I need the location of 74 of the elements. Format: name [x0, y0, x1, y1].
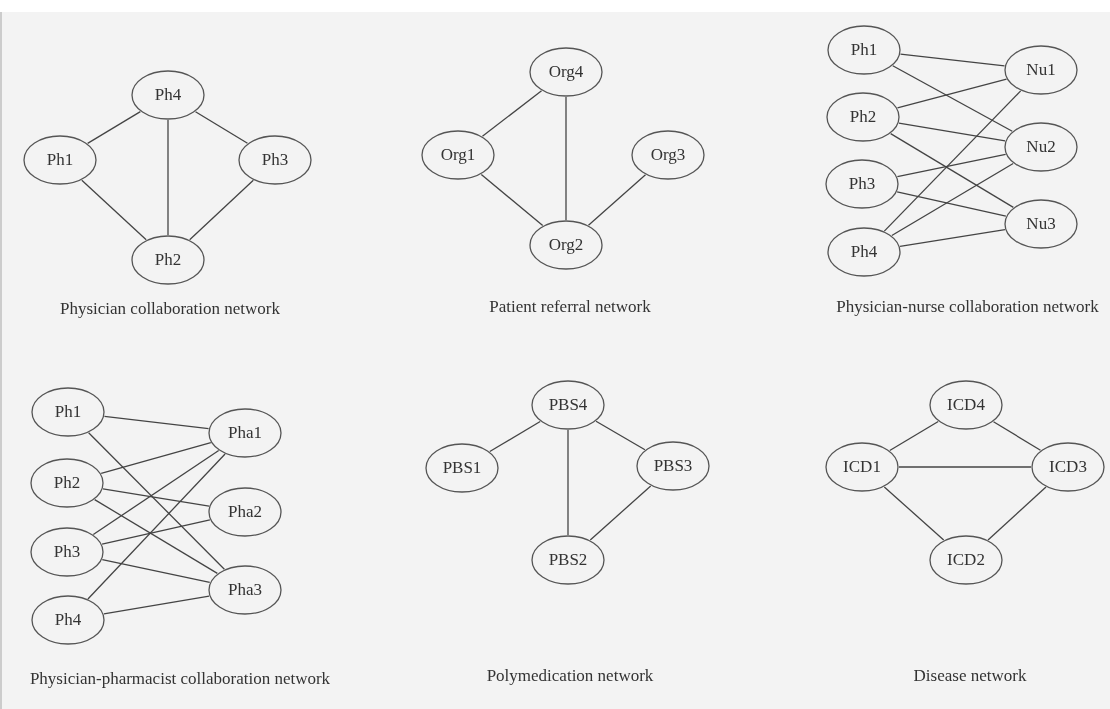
ellipse-node: Ph4	[827, 227, 901, 277]
connector-line	[489, 420, 541, 453]
network-caption: Physician-nurse collaboration network	[835, 296, 1100, 318]
connector-line	[892, 65, 1013, 132]
ellipse-node: Org3	[631, 130, 705, 180]
connector-line	[889, 420, 939, 452]
ellipse-node: Pha3	[208, 565, 282, 615]
ellipse-node: ICD4	[929, 380, 1003, 430]
connector-line	[992, 421, 1042, 451]
connector-line	[101, 519, 211, 545]
ellipse-node: Ph2	[30, 458, 104, 508]
ellipse-node: Nu2	[1004, 122, 1078, 172]
connector-line	[94, 498, 218, 575]
connector-line	[480, 173, 544, 227]
connector-line	[587, 174, 647, 226]
ellipse-node: Ph2	[826, 92, 900, 142]
connector-line	[481, 90, 543, 137]
ellipse-node: PBS3	[636, 441, 710, 491]
ellipse-node: Ph4	[131, 70, 205, 120]
connector-line	[189, 179, 254, 241]
connector-line	[883, 486, 945, 541]
connector-line	[891, 162, 1014, 237]
ellipse-node: PBS4	[531, 380, 605, 430]
connector-line	[87, 432, 225, 570]
connector-line	[92, 449, 220, 536]
ellipse-node: Pha2	[208, 487, 282, 537]
connector-line	[896, 153, 1007, 178]
connector-line	[103, 415, 210, 430]
connector-line	[565, 96, 567, 221]
network-caption: Polymedication network	[485, 665, 655, 687]
ellipse-node: ICD2	[929, 535, 1003, 585]
ellipse-node: Ph4	[31, 595, 105, 645]
connector-line	[103, 595, 210, 615]
network-caption: Patient referral network	[488, 296, 652, 318]
connector-line	[102, 488, 210, 507]
connector-line	[101, 558, 211, 584]
ellipse-node: Pha1	[208, 408, 282, 458]
ellipse-node: Ph3	[30, 527, 104, 577]
connector-line	[81, 179, 147, 241]
connector-line	[100, 441, 212, 475]
connector-line	[87, 453, 226, 600]
ellipse-node: Ph3	[238, 135, 312, 185]
connector-line	[194, 111, 249, 144]
ellipse-node: PBS1	[425, 443, 499, 493]
ellipse-node: Org2	[529, 220, 603, 270]
connector-line	[987, 486, 1047, 541]
connector-line	[898, 466, 1032, 468]
network-caption: Physician collaboration network	[59, 298, 281, 320]
connector-line	[567, 429, 569, 536]
connector-line	[589, 485, 652, 541]
ellipse-node: Nu1	[1004, 45, 1078, 95]
network-caption: Physician-pharmacist collaboration network	[28, 668, 332, 690]
ellipse-node: ICD1	[825, 442, 899, 492]
ellipse-node: Ph3	[825, 159, 899, 209]
ellipse-node: Ph1	[827, 25, 901, 75]
connector-line	[167, 119, 169, 236]
connector-line	[86, 110, 141, 144]
ellipse-node: Nu3	[1004, 199, 1078, 249]
connector-line	[899, 229, 1006, 247]
connector-line	[890, 132, 1014, 209]
connector-line	[896, 78, 1008, 109]
connector-line	[896, 191, 1007, 217]
ellipse-node: Ph1	[31, 387, 105, 437]
connector-line	[899, 53, 1006, 67]
connector-line	[898, 122, 1006, 142]
ellipse-node: ICD3	[1031, 442, 1105, 492]
connector-line	[595, 420, 646, 451]
ellipse-node: Org1	[421, 130, 495, 180]
network-caption: Disease network	[912, 665, 1028, 687]
ellipse-node: PBS2	[531, 535, 605, 585]
ellipse-node: Ph1	[23, 135, 97, 185]
ellipse-node: Ph2	[131, 235, 205, 285]
connector-line	[883, 90, 1022, 232]
ellipse-node: Org4	[529, 47, 603, 97]
